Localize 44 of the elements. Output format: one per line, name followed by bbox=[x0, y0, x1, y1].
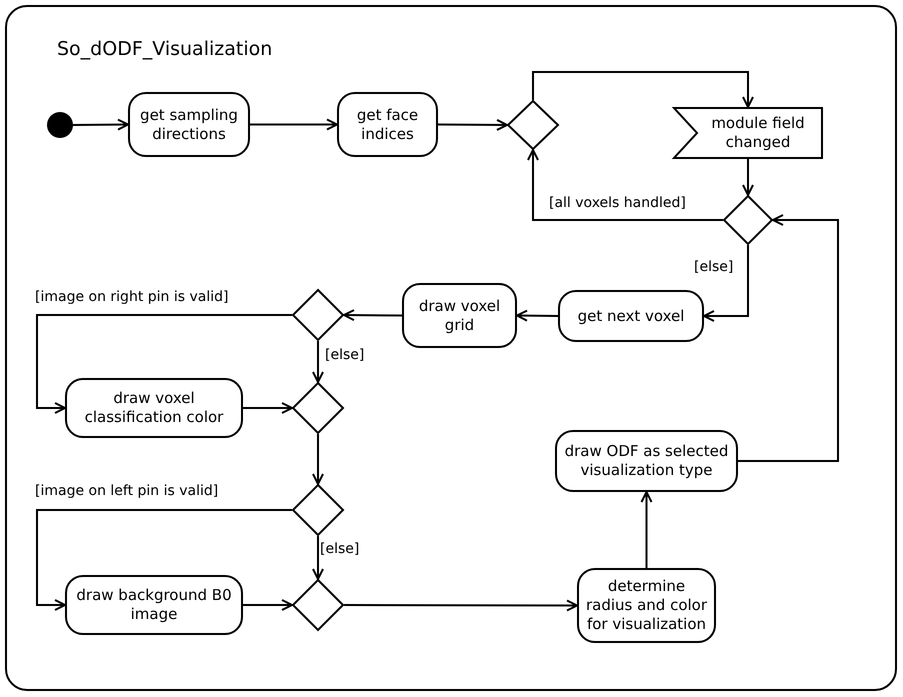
decision-diamond bbox=[507, 100, 559, 150]
action-box: draw voxel grid bbox=[402, 283, 517, 348]
signal-label: module field changed bbox=[710, 114, 806, 152]
action-box: get sampling directions bbox=[128, 92, 250, 157]
action-box: draw background B0 image bbox=[65, 575, 243, 635]
arrow bbox=[738, 214, 839, 462]
arrow bbox=[72, 118, 129, 131]
arrow bbox=[243, 599, 293, 611]
action-box: get face indices bbox=[337, 92, 438, 157]
arrow bbox=[343, 309, 402, 322]
action-box: draw ODF as selected visualization type bbox=[555, 430, 738, 492]
guard-label: [all voxels handled] bbox=[548, 195, 687, 212]
decision-diamond bbox=[292, 579, 344, 631]
guard-label: [else] bbox=[319, 541, 360, 558]
guard-label: [else] bbox=[693, 259, 734, 276]
arrow bbox=[344, 599, 578, 612]
guard-label: [image on right pin is valid] bbox=[34, 289, 230, 306]
arrow bbox=[312, 536, 324, 580]
arrow bbox=[243, 402, 293, 414]
arrow bbox=[250, 118, 338, 130]
action-box: draw voxel classification color bbox=[65, 378, 243, 438]
arrow bbox=[516, 310, 558, 322]
decision-diamond bbox=[292, 484, 344, 536]
decision-diamond bbox=[292, 382, 344, 434]
decision-diamond bbox=[292, 289, 344, 341]
arrow bbox=[36, 314, 292, 414]
arrow bbox=[312, 434, 324, 485]
arrow bbox=[742, 159, 754, 196]
guard-label: [image on left pin is valid] bbox=[34, 483, 220, 500]
arrow bbox=[703, 245, 749, 322]
decision-diamond bbox=[723, 195, 773, 245]
activity-name: So_dODF_Visualization bbox=[57, 40, 272, 59]
activity-frame bbox=[5, 5, 897, 691]
arrow bbox=[312, 341, 324, 383]
signal-receive-shape bbox=[673, 107, 823, 159]
guard-label: [else] bbox=[324, 347, 366, 364]
arrow bbox=[36, 509, 292, 611]
arrow bbox=[640, 491, 652, 568]
initial-node bbox=[47, 112, 73, 138]
arrow bbox=[527, 149, 723, 221]
action-box: determine radius and color for visualization bbox=[577, 568, 716, 643]
arrow bbox=[438, 118, 508, 131]
arrow bbox=[532, 71, 754, 108]
action-box: get next voxel bbox=[558, 290, 704, 342]
